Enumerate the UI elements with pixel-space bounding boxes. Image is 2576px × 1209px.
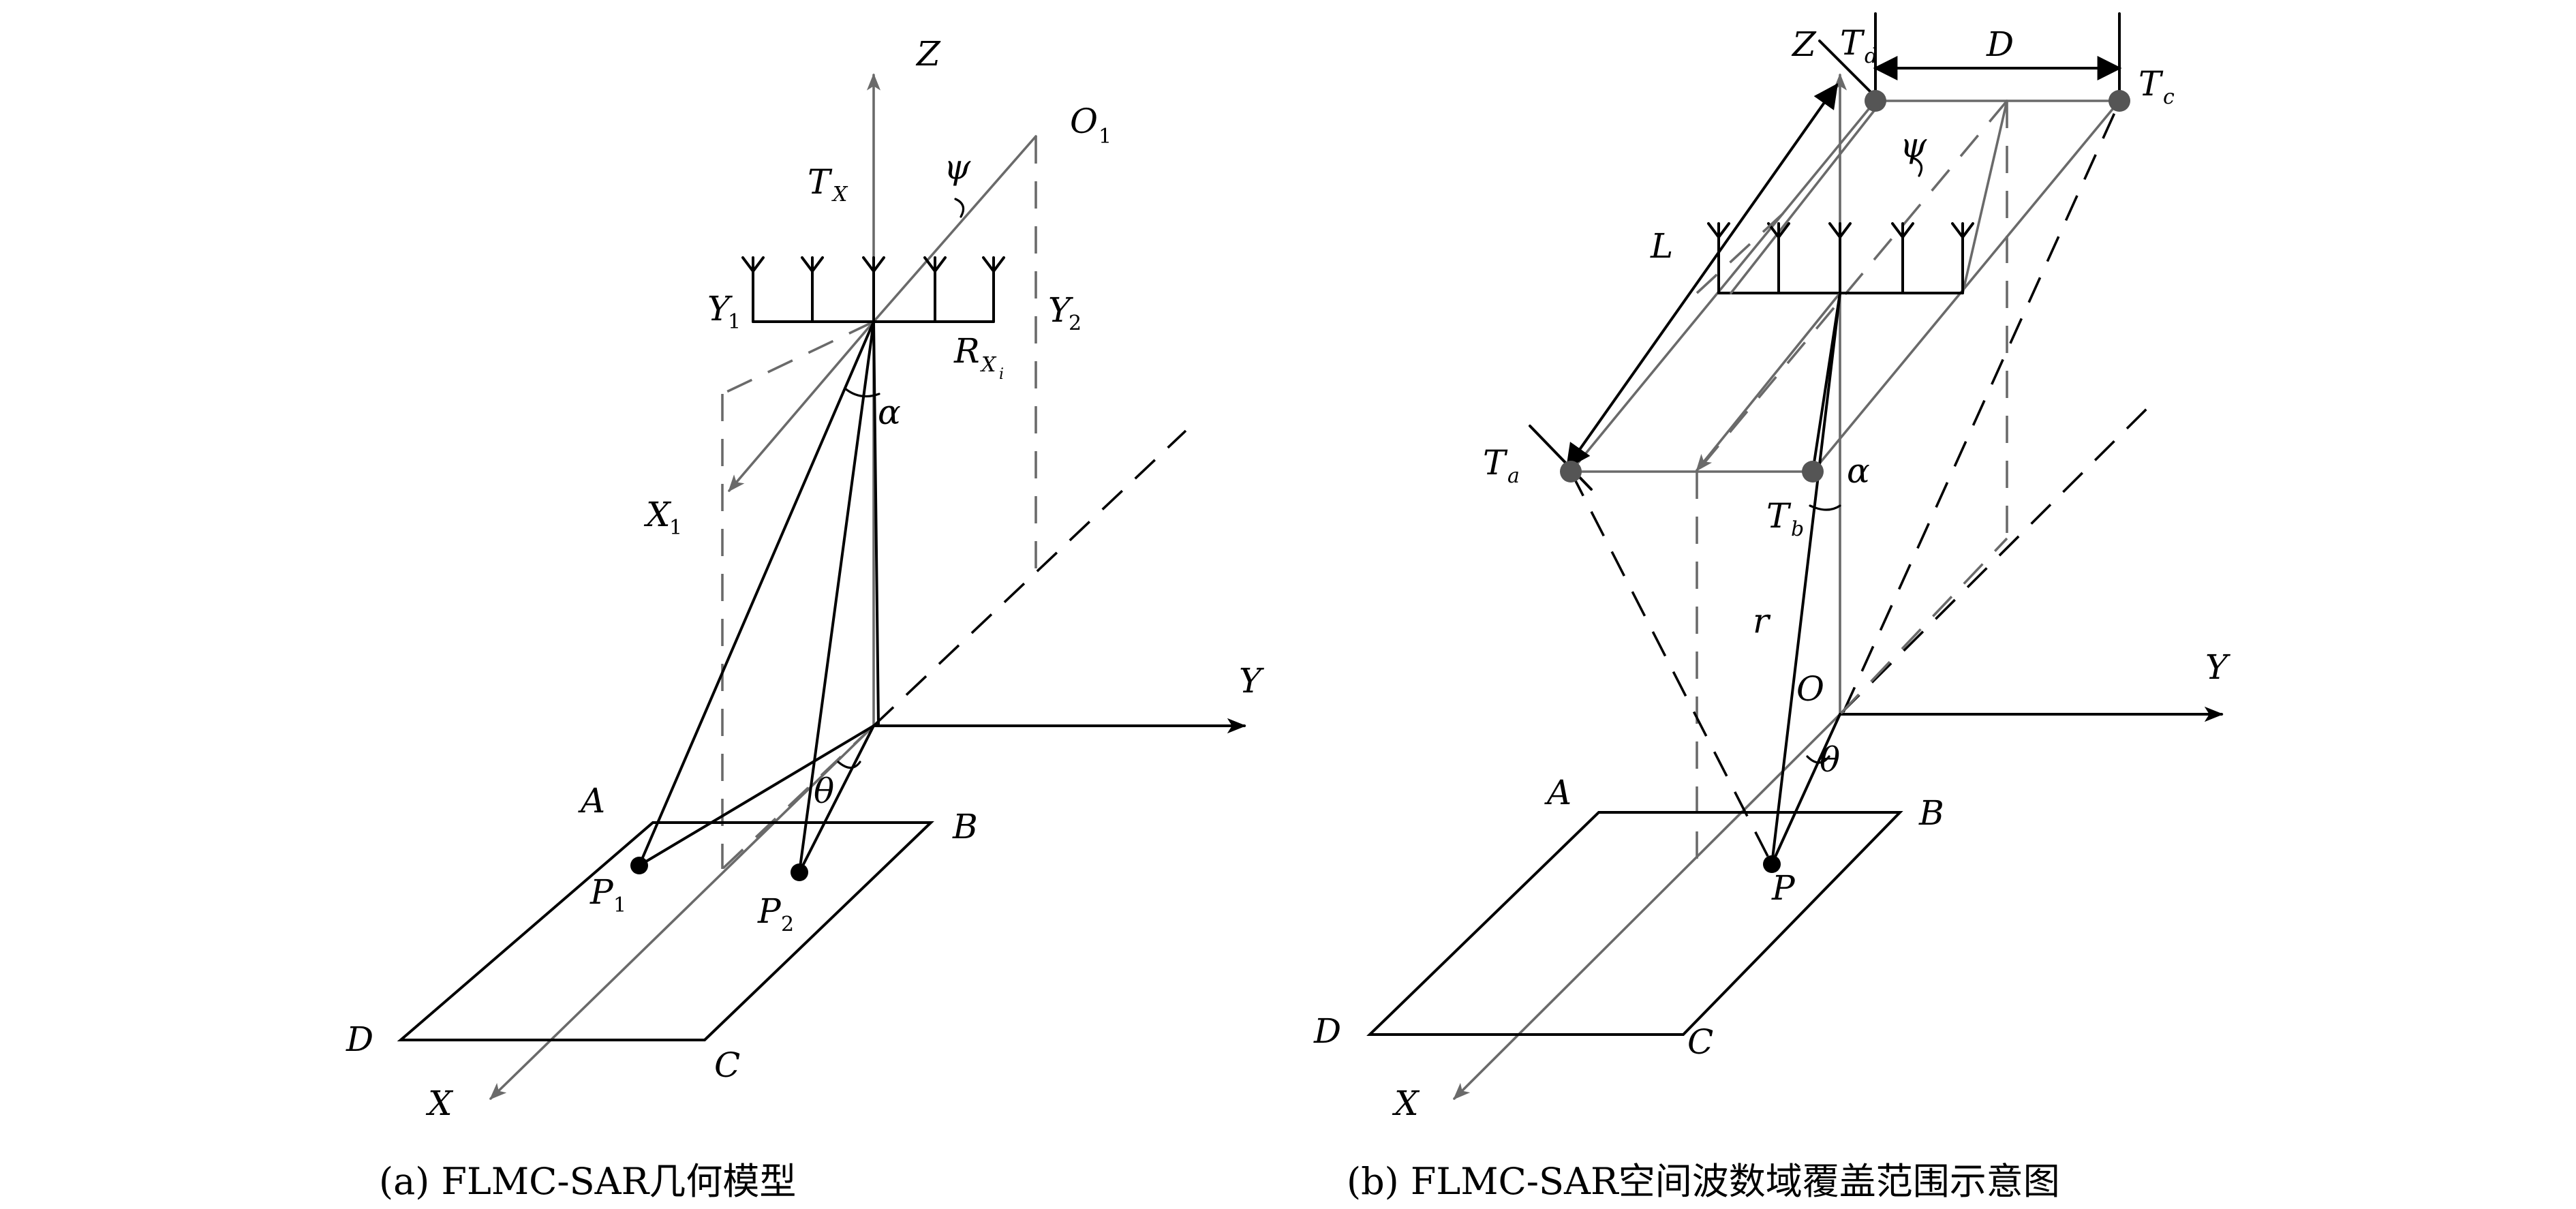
label-p1-a: P [589, 872, 614, 912]
label-x-a: X [425, 1084, 454, 1123]
label-y2-sub-a: 2 [1069, 311, 1082, 335]
theta-arc-a [837, 761, 861, 769]
label-r-b: r [1753, 601, 1771, 641]
label-tc-b: T [2138, 64, 2164, 104]
psi-arc-b [1912, 157, 1923, 177]
ground-diagonal-a [872, 429, 1187, 727]
label-z-b: Z [1791, 25, 1817, 64]
label-c-a: C [714, 1045, 740, 1085]
left-edge-b [1569, 100, 1877, 473]
ray-r-b [1770, 292, 1841, 866]
label-b-a: B [952, 807, 978, 846]
point-tb-b [1802, 461, 1824, 483]
label-y2-a: Y [1048, 290, 1073, 330]
label-psi-a: ψ [944, 147, 971, 187]
l-arrow-b [1565, 83, 1839, 469]
label-y1-sub-a: 1 [728, 310, 741, 334]
inner-box-right-b [1961, 100, 2008, 294]
label-ta-b: T [1483, 443, 1508, 483]
label-p2-a: P [757, 891, 782, 931]
label-d-a: D [346, 1020, 373, 1059]
inner-diag-b [1730, 108, 1877, 294]
label-l-b: L [1650, 226, 1673, 266]
label-tx-sub-a: X [831, 183, 848, 206]
label-alpha-b: α [1847, 451, 1870, 491]
label-a-b: A [1544, 773, 1571, 812]
caption-a: (a) FLMC-SAR几何模型 [379, 1160, 796, 1203]
label-rxi-sub-a: X [980, 353, 997, 377]
ray-p1-a [638, 320, 875, 867]
antenna-direction-line-a [872, 135, 1037, 323]
label-tb-b: T [1766, 496, 1792, 536]
ta-tick-b [1529, 425, 1593, 491]
label-p1-sub-a: 1 [613, 893, 626, 917]
antenna-elements-b [1707, 222, 1974, 294]
label-y-a: Y [1239, 661, 1264, 701]
label-x1-sub-a: 1 [669, 516, 682, 540]
label-x1-a: X [643, 495, 672, 534]
label-d-b: D [1313, 1011, 1341, 1051]
point-tc-b [2109, 90, 2130, 112]
point-p2-a [791, 863, 808, 881]
ray-p2-a [798, 320, 875, 874]
alpha-arc-a [844, 387, 880, 398]
label-tc-sub-b: c [2163, 85, 2175, 109]
label-p2-sub-a: 2 [781, 913, 794, 936]
alpha-arc-b [1809, 504, 1841, 511]
ground-ray-p1-a [638, 724, 875, 867]
theta-arc-b [1806, 755, 1830, 764]
ta-to-p-dashed-b [1569, 471, 1773, 865]
label-o-b: O [1796, 669, 1824, 709]
antenna-dashed-a [722, 320, 874, 395]
label-z-a: Z [915, 34, 941, 74]
label-tb-sub-b: b [1791, 517, 1804, 541]
label-tx-a: T [808, 162, 833, 202]
label-b-b: B [1918, 793, 1944, 833]
label-a-a: A [578, 781, 605, 821]
label-td-b: T [1840, 23, 1865, 63]
point-p-b [1763, 855, 1781, 873]
caption-b: (b) FLMC-SAR空间波数域覆盖范围示意图 [1347, 1160, 2060, 1203]
point-p1-a [630, 857, 648, 874]
panel-b-diagram [1366, 12, 2224, 1100]
label-td-sub-b: d [1865, 44, 1877, 68]
ground-plane-b [1366, 811, 1903, 1036]
ground-plane-a [397, 821, 934, 1041]
label-y1-a: Y [707, 289, 733, 328]
label-x-b: X [1392, 1084, 1420, 1123]
ground-ray-p2-a [798, 724, 875, 874]
right-edge-b [1811, 100, 2121, 473]
label-ta-sub-b: a [1507, 464, 1520, 488]
ground-ray-p-b [1770, 713, 1841, 866]
dashed-ground-b [1839, 537, 2008, 716]
label-rxi-a: R [953, 331, 980, 371]
ground-diagonal-lower-a [721, 724, 875, 870]
label-o1-sub-a: 1 [1099, 125, 1111, 149]
inner-arrow-b [1696, 292, 1841, 472]
label-p-b: P [1771, 868, 1796, 908]
label-alpha-a: α [878, 393, 901, 432]
label-psi-b: ψ [1900, 125, 1927, 165]
point-ta-b [1560, 461, 1582, 483]
ray-r2-b [1811, 292, 1841, 473]
panel-a-diagram [397, 73, 1246, 1100]
label-rxi-subsub-a: i [999, 366, 1004, 383]
mid-dashed-b [1696, 100, 2008, 473]
diag-to-tc-b [1842, 102, 2121, 713]
ray-p2b-a [872, 320, 880, 725]
panel-a-labels: Z O 1 T X ψ Y 1 Y 2 R X i α X 1 Y A B θ … [346, 34, 1264, 1123]
label-theta-a: θ [814, 771, 834, 811]
panel-b-labels: Z T d D T c ψ L T a α T b r O Y A B θ P … [1313, 23, 2230, 1123]
antenna-elements-a [741, 256, 1005, 323]
label-o1-a: O [1070, 102, 1098, 141]
psi-arc-a [954, 198, 965, 218]
label-c-b: C [1687, 1022, 1713, 1062]
label-theta-b: θ [1820, 740, 1840, 780]
ground-diagonal-b [1839, 401, 2155, 716]
antenna-x1-arrow-a [728, 320, 875, 492]
point-td-b [1865, 90, 1886, 112]
label-dlen-b: D [1986, 25, 2014, 64]
label-y-b: Y [2205, 647, 2230, 687]
